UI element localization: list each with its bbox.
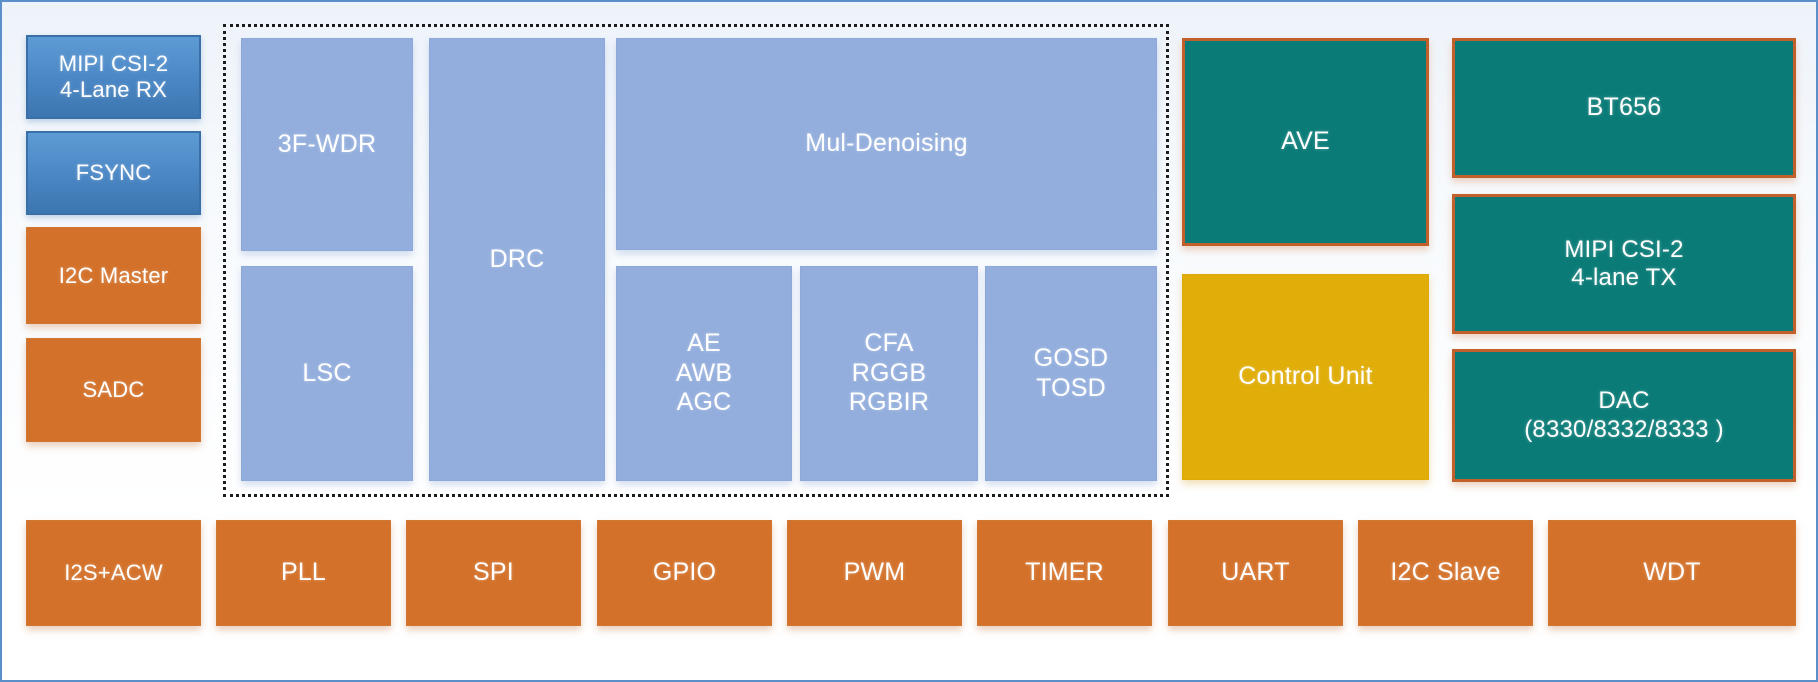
- block-lsc: LSC: [241, 266, 413, 481]
- block-mul-denoising: Mul-Denoising: [616, 38, 1157, 250]
- block-sadc: SADC: [26, 338, 201, 442]
- block-wdt: WDT: [1548, 520, 1796, 626]
- block-dac: DAC (8330/8332/8333 ): [1452, 349, 1796, 482]
- block-mipi-csi2-4lane-rx: MIPI CSI-2 4-Lane RX: [26, 35, 201, 119]
- block-pll: PLL: [216, 520, 391, 626]
- block-gpio: GPIO: [597, 520, 772, 626]
- block-i2c-master: I2C Master: [26, 227, 201, 324]
- block-drc: DRC: [429, 38, 605, 481]
- block-control-unit: Control Unit: [1182, 274, 1429, 480]
- block-i2c-slave: I2C Slave: [1358, 520, 1533, 626]
- block-cfa-rggb-rgbir: CFA RGGB RGBIR: [800, 266, 978, 481]
- block-mipi-csi2-4lane-tx: MIPI CSI-2 4-lane TX: [1452, 194, 1796, 334]
- block-uart: UART: [1168, 520, 1343, 626]
- block-ae-awb-agc: AE AWB AGC: [616, 266, 792, 481]
- block-bt656: BT656: [1452, 38, 1796, 178]
- block-3f-wdr: 3F-WDR: [241, 38, 413, 251]
- block-timer: TIMER: [977, 520, 1152, 626]
- block-spi: SPI: [406, 520, 581, 626]
- block-ave: AVE: [1182, 38, 1429, 246]
- block-fsync: FSYNC: [26, 131, 201, 215]
- block-i2s-acw: I2S+ACW: [26, 520, 201, 626]
- block-pwm: PWM: [787, 520, 962, 626]
- block-gosd-tosd: GOSD TOSD: [985, 266, 1157, 481]
